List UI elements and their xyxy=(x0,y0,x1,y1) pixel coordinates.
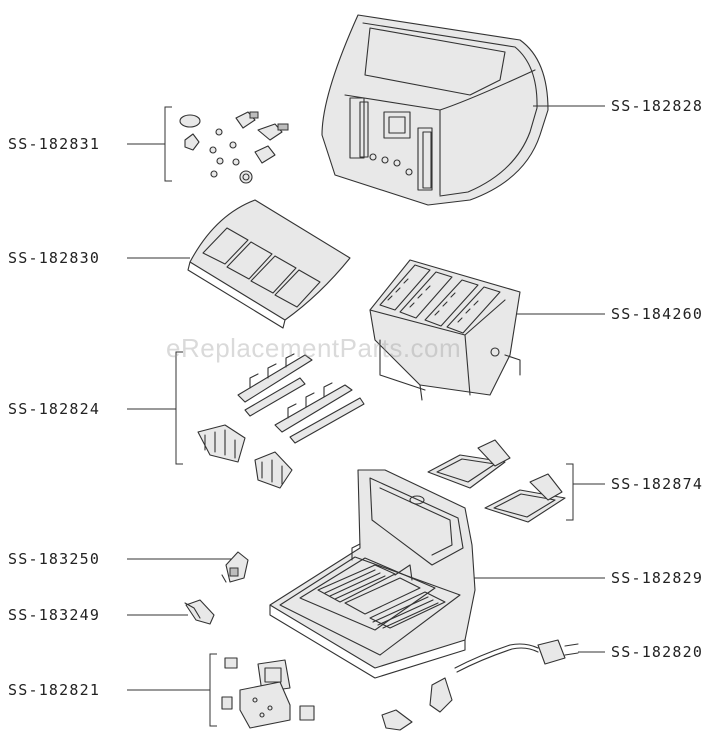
watermark-text: eReplacementParts.com xyxy=(166,333,462,363)
part-label-ss-182820: SS-182820 xyxy=(611,643,704,661)
part-label-ss-184260: SS-184260 xyxy=(611,305,704,323)
switch-part xyxy=(221,551,249,583)
part-label-ss-182831: SS-182831 xyxy=(8,135,101,153)
housing-cover-part xyxy=(321,14,549,206)
part-label-ss-182874: SS-182874 xyxy=(611,475,704,493)
part-label-ss-182828: SS-182828 xyxy=(611,97,704,115)
knobs-and-buttons-part xyxy=(179,111,289,184)
part-label-ss-183250: SS-183250 xyxy=(8,550,101,568)
part-label-ss-182829: SS-182829 xyxy=(611,569,704,587)
leader-lines xyxy=(127,105,605,727)
bread-carriers-part xyxy=(197,353,365,489)
part-label-ss-183249: SS-183249 xyxy=(8,606,101,624)
control-board-part xyxy=(221,657,453,731)
part-label-ss-182824: SS-182824 xyxy=(8,400,101,418)
heating-frame-part xyxy=(369,259,521,401)
lever-part xyxy=(184,599,215,625)
part-label-ss-182830: SS-182830 xyxy=(8,249,101,267)
part-label-ss-182821: SS-182821 xyxy=(8,681,101,699)
top-lid-part xyxy=(187,199,351,329)
crumb-trays-part xyxy=(427,439,566,523)
power-cord-part xyxy=(454,639,579,673)
base-part xyxy=(269,469,476,679)
